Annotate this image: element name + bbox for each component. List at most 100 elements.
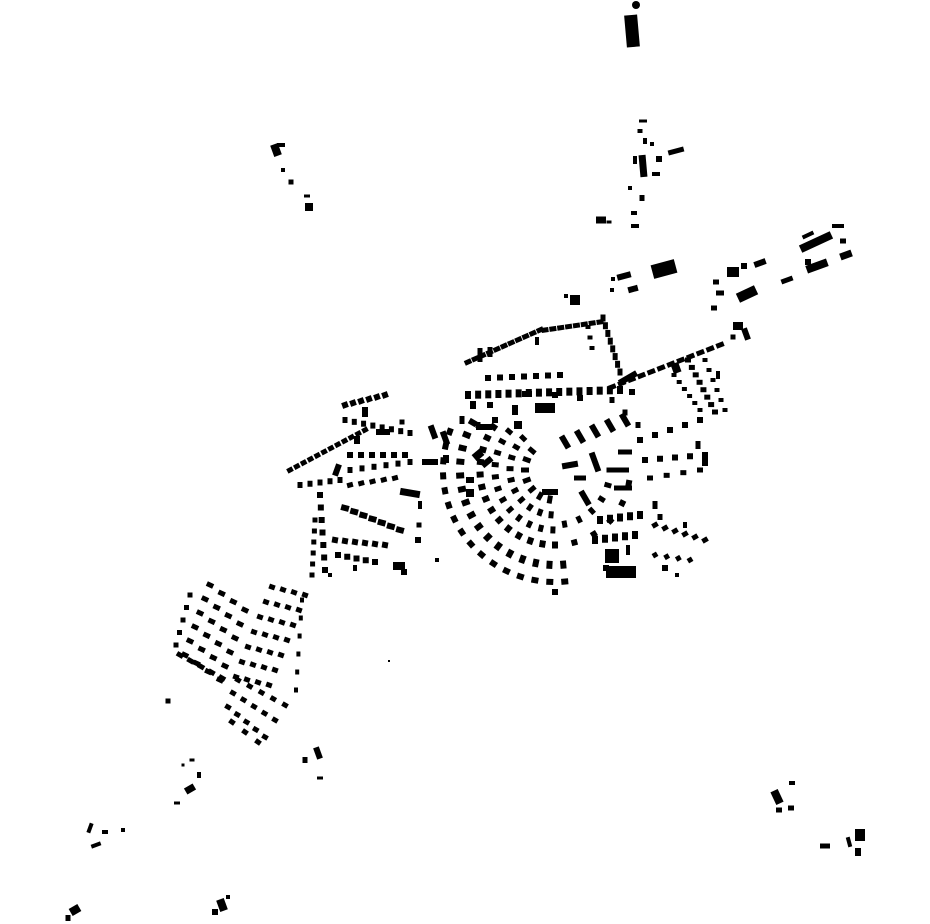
building [224,611,233,620]
building [552,392,558,398]
building [650,259,678,279]
building [618,449,632,455]
building [722,408,728,412]
building [674,554,682,562]
building [466,477,474,483]
building [714,388,720,392]
building [333,440,342,449]
building [313,746,323,760]
building [494,515,504,525]
building [209,653,218,662]
building [292,462,301,470]
building [207,617,216,626]
building [549,325,557,332]
building [578,489,592,507]
building [618,412,632,428]
building [776,807,782,813]
building [181,763,185,767]
building [701,536,709,544]
building [682,422,688,428]
building [610,288,614,292]
building [456,458,465,466]
building [240,606,250,614]
building [585,325,591,329]
building [300,597,304,603]
building [697,408,703,412]
building [317,776,323,780]
building [633,156,637,164]
building [616,271,632,281]
building [260,663,268,671]
building [574,475,586,481]
building [507,476,516,484]
building [493,485,503,493]
building [380,452,386,458]
building [681,387,687,391]
building [381,391,389,399]
building [340,437,349,445]
building [566,387,573,396]
building [639,119,647,123]
building [416,522,422,528]
building [839,249,853,261]
building [327,444,335,452]
building [600,314,606,322]
building [386,522,396,531]
building [214,639,223,648]
building [702,452,708,458]
building [183,783,197,795]
building [277,143,285,147]
building [588,423,602,439]
building [492,417,498,423]
building [487,402,493,408]
building [212,603,221,612]
building [559,560,567,569]
building [627,512,633,521]
building [629,389,635,395]
building [570,295,580,305]
building [509,374,515,380]
building [245,682,254,690]
building [700,387,707,393]
building [351,418,357,425]
building [845,836,853,848]
building [261,733,269,741]
building [173,642,179,648]
building [368,478,377,485]
building [294,687,298,693]
building [632,531,638,539]
building [676,380,682,384]
building [561,520,568,529]
building [395,460,401,467]
building [388,660,390,662]
building [347,467,353,473]
building [624,14,640,48]
building [597,516,603,524]
building [708,402,715,408]
building [556,324,565,331]
building [255,646,263,654]
building [687,394,693,398]
building [391,474,399,482]
building [528,329,538,337]
building [628,186,632,190]
building [256,613,264,621]
building [502,566,511,576]
building [631,224,639,228]
building [310,561,316,567]
building [466,510,477,520]
building [695,348,705,357]
building [286,466,294,474]
building [121,828,125,832]
building [637,511,643,519]
building [450,514,459,524]
building [195,609,205,617]
building [805,258,829,274]
building [672,454,678,461]
building [545,372,551,379]
building [393,562,405,570]
building [506,466,514,472]
building [617,513,623,522]
building [305,203,313,211]
building [180,651,190,659]
